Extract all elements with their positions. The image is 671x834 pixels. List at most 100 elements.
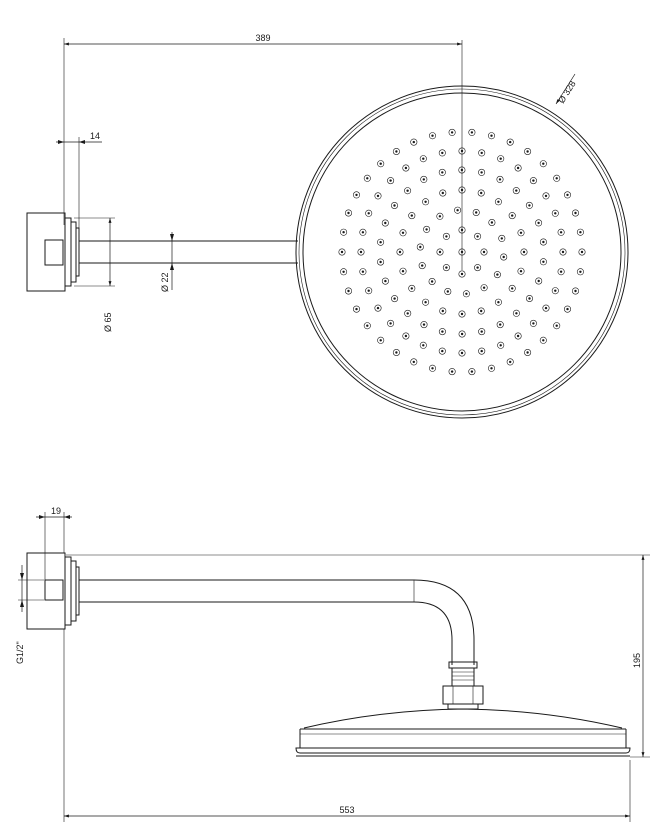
nozzle-center <box>566 307 569 311</box>
nozzle <box>404 309 412 317</box>
nozzle <box>494 298 502 306</box>
nozzle-center <box>465 292 468 295</box>
nozzle-center <box>441 330 444 333</box>
nozzle <box>508 284 516 292</box>
nozzle-center <box>393 204 396 207</box>
nozzle-center <box>537 279 540 283</box>
nozzle <box>352 191 360 199</box>
nozzle <box>428 364 436 372</box>
dim-label-arm-length: 389 <box>255 33 270 43</box>
nozzle-center <box>406 312 409 315</box>
nozzle <box>524 348 532 356</box>
nozzle-center <box>389 179 392 182</box>
nozzle-center <box>450 131 454 134</box>
nozzle <box>551 287 559 295</box>
nozzle <box>448 368 456 376</box>
nozzle <box>396 248 404 256</box>
nozzle-center <box>482 250 486 254</box>
nozzle-center <box>476 266 479 269</box>
nozzle-center <box>379 241 382 244</box>
nozzle <box>500 253 508 261</box>
nozzle-center <box>566 193 569 197</box>
nozzle <box>529 319 537 327</box>
nozzle <box>553 174 561 182</box>
nozzle-center <box>384 279 387 283</box>
nozzle-center <box>367 289 370 292</box>
nozzle-center <box>554 289 557 292</box>
swivel-joint <box>442 661 484 710</box>
nozzle-center <box>579 270 582 273</box>
nozzle-center <box>500 237 503 240</box>
nozzle-center <box>389 322 392 325</box>
nozzle-center <box>410 214 413 217</box>
nozzle <box>444 287 452 295</box>
nozzle-center <box>384 221 387 225</box>
nozzle <box>506 138 514 146</box>
nozzle-center <box>482 286 486 289</box>
nozzle <box>363 174 371 182</box>
nozzle <box>391 295 399 303</box>
nozzle <box>381 219 389 227</box>
wall-section-side <box>26 552 66 630</box>
nozzle-center <box>421 264 424 267</box>
wall-connector <box>44 239 64 266</box>
nozzle <box>576 268 584 276</box>
nozzle <box>438 328 446 336</box>
nozzle <box>374 192 382 200</box>
nozzle-center <box>542 162 545 165</box>
nozzle <box>423 225 431 233</box>
nozzle-center <box>490 367 493 370</box>
nozzle <box>493 271 501 279</box>
nozzle-center <box>559 270 563 273</box>
dim-arm-length: 389 <box>63 33 462 225</box>
nozzle <box>524 148 532 156</box>
nozzle <box>553 322 561 330</box>
nozzle <box>468 128 476 136</box>
nozzle-center <box>499 157 502 160</box>
nozzle <box>381 277 389 285</box>
nozzle-center <box>361 231 365 234</box>
nozzle-center <box>398 250 402 254</box>
nozzle <box>365 209 373 217</box>
nozzle <box>374 304 382 312</box>
nozzle <box>542 192 550 200</box>
nozzle <box>474 264 482 272</box>
nozzle <box>478 149 486 157</box>
nozzle <box>436 248 444 256</box>
nozzle-center <box>498 178 502 181</box>
nozzle <box>506 358 514 366</box>
nozzle-center <box>580 250 584 254</box>
nozzle <box>477 307 485 315</box>
nozzle <box>551 209 559 217</box>
nozzle-center <box>412 360 415 364</box>
nozzle-center <box>359 250 363 254</box>
nozzle <box>439 189 447 197</box>
nozzle-center <box>515 312 518 315</box>
nozzle-center <box>395 150 398 153</box>
nozzle <box>539 160 547 168</box>
nozzle-center <box>355 307 358 311</box>
nozzle <box>428 132 436 140</box>
nozzle-center <box>542 339 545 342</box>
nozzle <box>535 219 543 227</box>
nozzle <box>468 368 476 376</box>
nozzle-center <box>445 266 448 269</box>
nozzle-center <box>342 231 345 234</box>
shower-arm <box>79 240 298 264</box>
nozzle <box>392 348 400 356</box>
nozzle <box>454 206 462 214</box>
nozzle-center <box>511 214 514 217</box>
wall-section <box>26 212 66 292</box>
nozzle <box>578 248 586 256</box>
dim-label-wall-offset: 19 <box>51 506 61 516</box>
shower-head-side <box>295 708 631 757</box>
nozzle-center <box>445 235 448 238</box>
nozzle-center <box>441 151 444 155</box>
nozzle-center <box>410 287 413 290</box>
nozzle-pattern <box>338 128 586 376</box>
nozzle <box>478 168 486 176</box>
nozzle-center <box>441 171 444 174</box>
nozzle <box>458 270 466 278</box>
wall-flange-side <box>64 556 80 626</box>
nozzle-center <box>438 250 442 254</box>
